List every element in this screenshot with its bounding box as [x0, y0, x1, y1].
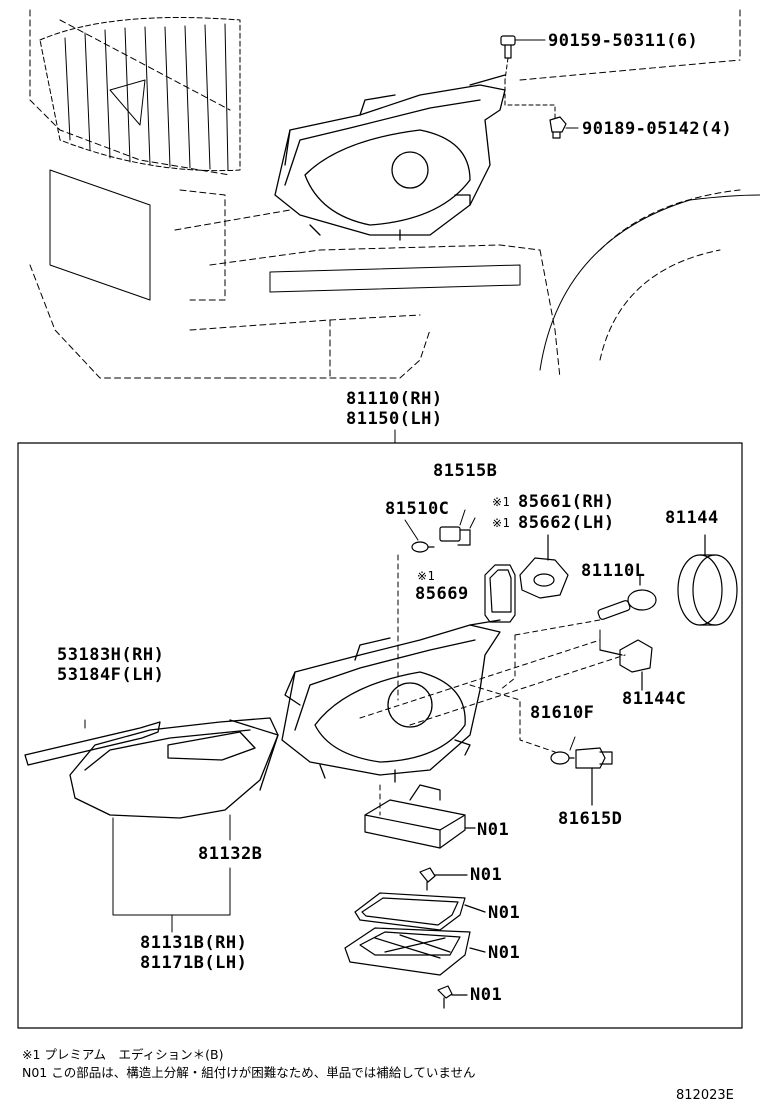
- footnote-premium-edition: ※1 プレミアム エディション＊(B): [22, 1047, 224, 1062]
- discharge-bulb-85661: [519, 534, 569, 599]
- label-n01-cover: N01: [488, 943, 521, 963]
- bolt-90189-icon: [549, 116, 567, 139]
- car-grille: [39, 17, 241, 172]
- label-bolt-90189: 90189-05142(4): [582, 119, 733, 139]
- gasket-85669: [484, 564, 516, 623]
- label-81510c: 81510C: [385, 499, 450, 519]
- label-53183h: 53183H(RH): [57, 645, 165, 665]
- label-n01-screw-upper: N01: [470, 865, 503, 885]
- small-bulb-81610f: [550, 751, 575, 765]
- lens-cover: [69, 717, 279, 819]
- label-headlamp-rh: 81110(RH): [346, 389, 443, 409]
- label-n01-gasket: N01: [488, 903, 521, 923]
- footnote-n01-supply: N01 この部品は、構造上分解・組付けが困難なため、単品では補給していません: [22, 1065, 476, 1080]
- bolt-leaders: [504, 39, 579, 129]
- label-81515b: 81515B: [433, 461, 498, 481]
- label-81144: 81144: [665, 508, 719, 528]
- socket-81515b: [439, 526, 471, 546]
- label-85669-mark: ※1: [417, 569, 436, 583]
- gasket-n01: [354, 892, 486, 931]
- label-85661: 85661(RH): [518, 492, 615, 512]
- label-85661-mark: ※1: [492, 495, 511, 509]
- label-85662-mark: ※1: [492, 516, 511, 530]
- dashed-guides: [359, 554, 626, 816]
- car-plate-and-wheel: [49, 169, 760, 371]
- socket-81615d: [575, 747, 613, 806]
- label-81171b: 81171B(LH): [140, 953, 248, 973]
- headlamp-installed: [274, 74, 506, 241]
- label-81131b: 81131B(RH): [140, 933, 248, 953]
- car-front-outline: [29, 9, 741, 379]
- figure-id: 812023E: [676, 1088, 734, 1103]
- label-81615d: 81615D: [558, 809, 623, 829]
- label-n01-ballast: N01: [477, 820, 510, 840]
- bulb-81110l: [597, 574, 657, 620]
- dust-cover-81144: [677, 534, 738, 626]
- label-85669: 85669: [415, 584, 469, 604]
- small-bulb-81510c: [411, 541, 435, 553]
- screw-n01-lower: [437, 985, 468, 1009]
- label-85662: 85662(LH): [518, 513, 615, 533]
- bolt-90159-icon: [500, 35, 516, 59]
- ballast-n01: [364, 784, 476, 849]
- label-81610f: 81610F: [530, 703, 595, 723]
- label-81144c: 81144C: [622, 689, 687, 709]
- socket-81144c: [599, 639, 653, 691]
- molding-strip: [24, 721, 161, 766]
- headlamp-housing: [281, 619, 501, 783]
- label-53184f: 53184F(LH): [57, 665, 165, 685]
- label-81110l: 81110L: [581, 561, 646, 581]
- screw-n01-upper: [419, 867, 468, 891]
- cover-n01: [344, 927, 486, 976]
- label-n01-screw-lower: N01: [470, 985, 503, 1005]
- label-81132b: 81132B: [198, 844, 263, 864]
- label-headlamp-lh: 81150(LH): [346, 409, 443, 429]
- leader-lines: [84, 509, 601, 933]
- label-bolt-90159: 90159-50311(6): [548, 31, 699, 51]
- assembly-frame: [17, 442, 743, 1029]
